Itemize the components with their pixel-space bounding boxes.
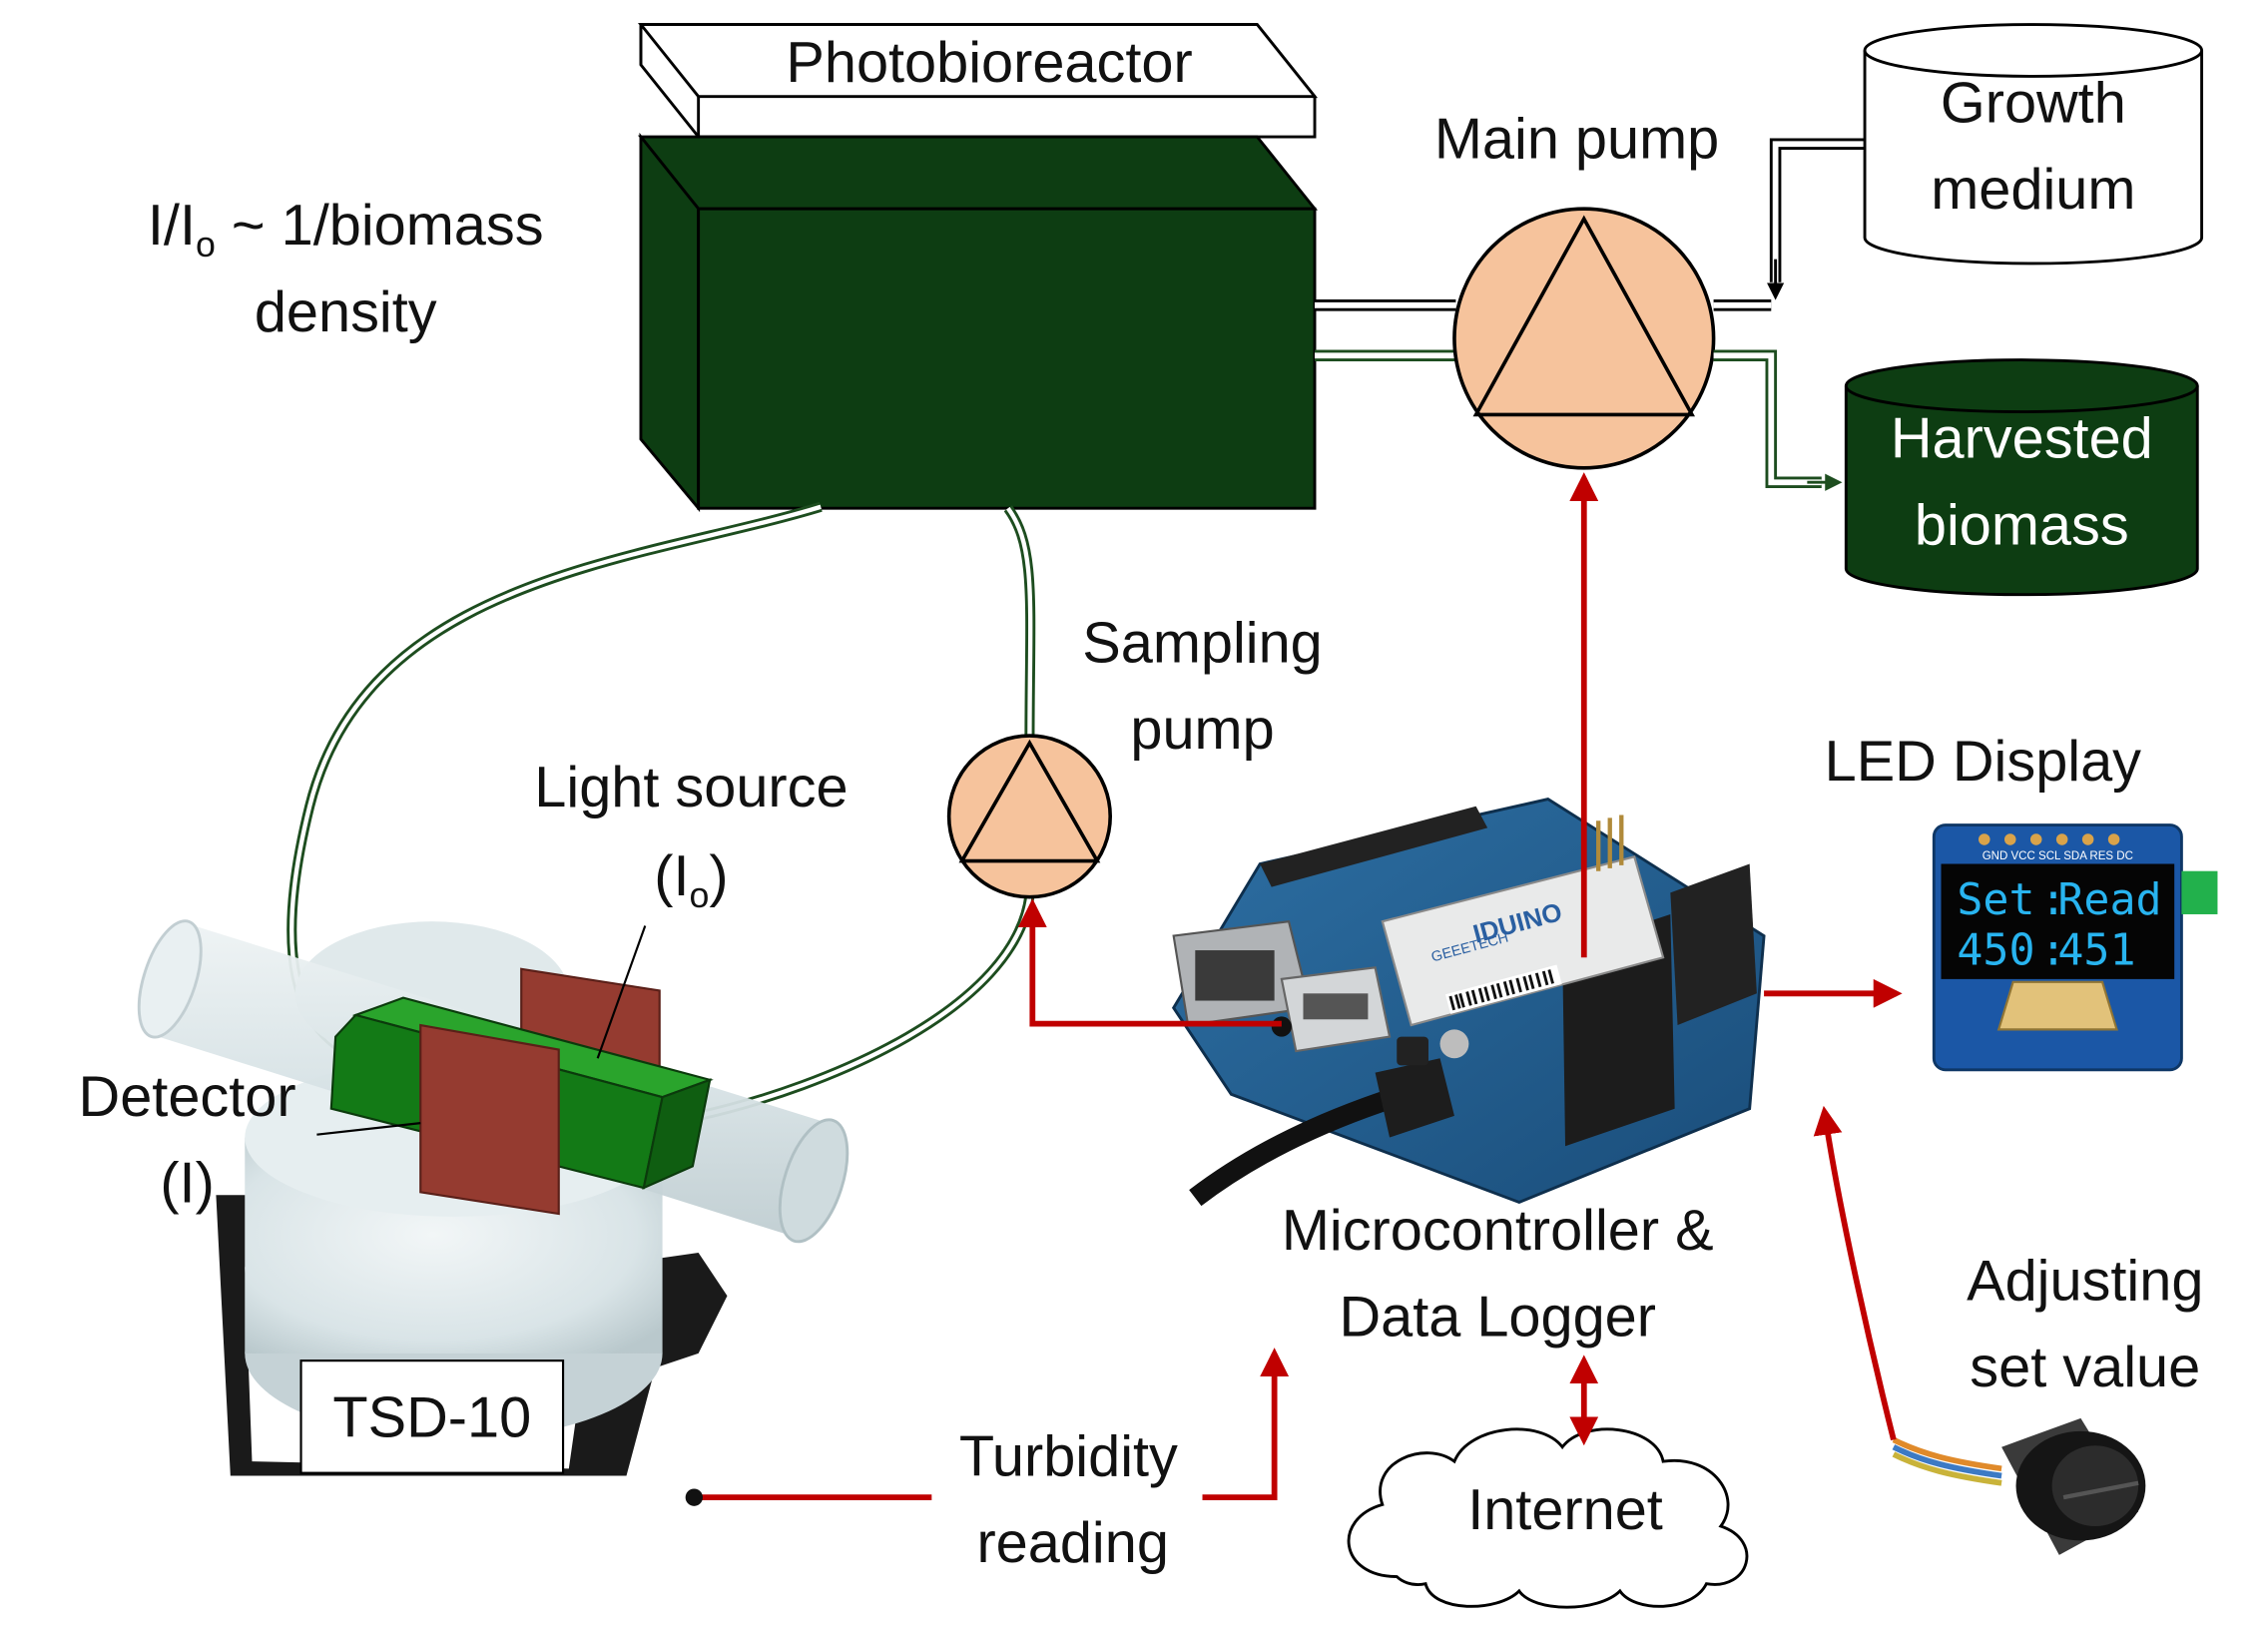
ratio-label: I/Io ~ 1/biomass	[148, 194, 544, 265]
potentiometer-knob-icon	[1892, 1417, 2146, 1555]
tsd-label-box	[299, 1359, 565, 1474]
mcu-label-2: Data Logger	[1339, 1286, 1656, 1350]
turbidity-origin-dot	[685, 1488, 703, 1506]
wifi-module	[1381, 854, 1665, 1027]
light-source-label-2: (Io)	[654, 844, 728, 915]
harvest-pipe	[1713, 349, 1843, 491]
oled-separator: :	[2040, 875, 2066, 925]
main-pump-label: Main pump	[1434, 108, 1719, 172]
internet-label: Internet	[1467, 1478, 1663, 1542]
reactor-liquid-top	[637, 135, 1319, 211]
tsd10-sensor: TSD-10	[137, 919, 850, 1476]
internet-cloud-icon	[1347, 1427, 1749, 1609]
main-pump	[1452, 207, 1716, 470]
main-pump-triangle-icon	[1472, 215, 1696, 417]
sampling-pump-label: Sampling	[1082, 612, 1323, 676]
sampling-pump	[946, 734, 1113, 899]
oled-screen	[1941, 863, 2175, 979]
harvested-biomass-tank	[1844, 358, 2199, 597]
oled-pin-labels: GND VCC SCL SDA RES DC	[1983, 850, 2133, 862]
sampling-pump-label-2: pump	[1130, 698, 1274, 762]
oled-pin-row	[1979, 833, 2120, 845]
adjusting-label-2: set value	[1970, 1336, 2200, 1399]
growth-medium-tank	[1863, 23, 2204, 266]
growth-medium-pipe	[1713, 138, 1866, 311]
microcontroller-board: GEEETECH IDUINO	[1171, 798, 1766, 1207]
harvested-label: Harvested	[1891, 407, 2153, 471]
detector-label-2: (I)	[160, 1151, 214, 1215]
oled-set-value: 450	[1957, 925, 2034, 975]
signal-arrows	[694, 472, 1903, 1501]
light-source-label: Light source	[534, 756, 848, 819]
detector-label: Detector	[79, 1065, 296, 1129]
photobioreactor: Photobioreactor	[637, 23, 1319, 513]
oled-read-label: Read	[2057, 875, 2161, 925]
ratio-label-line2: density	[255, 280, 437, 344]
arrow-mcu-to-sampling-pump	[1017, 898, 1282, 1027]
harvested-label-2: biomass	[1915, 493, 2129, 557]
growth-medium-label-2: medium	[1931, 158, 2135, 222]
detector-panel	[419, 1023, 560, 1216]
sampling-pump-triangle-icon	[958, 739, 1101, 863]
led-display-label: LED Display	[1825, 730, 2142, 794]
growth-medium-label: Growth	[1941, 72, 2126, 136]
tsd-label: TSD-10	[332, 1386, 531, 1450]
oled-set-label: Set	[1957, 875, 2034, 925]
adjusting-label: Adjusting	[1967, 1250, 2203, 1314]
mcu-label: Microcontroller &	[1282, 1199, 1714, 1263]
oled-read-value: 451	[2057, 925, 2135, 975]
arrow-knob-to-mcu	[1813, 1105, 1897, 1441]
turbidity-label: Turbidity	[959, 1425, 1178, 1489]
turbidity-label-2: reading	[976, 1511, 1168, 1575]
photobioreactor-label: Photobioreactor	[786, 31, 1192, 95]
reactor-pump-pipes	[1315, 299, 1456, 362]
oled-separator-2: :	[2040, 925, 2066, 975]
barcode-icon	[1444, 964, 1562, 1014]
reactor-liquid-front	[697, 207, 1317, 510]
signal-junction	[1271, 1016, 1292, 1037]
turbidity-line-right	[1202, 1348, 1290, 1501]
oled-display: GND VCC SCL SDA RES DC Set : Read 450 : …	[1932, 823, 2218, 1072]
